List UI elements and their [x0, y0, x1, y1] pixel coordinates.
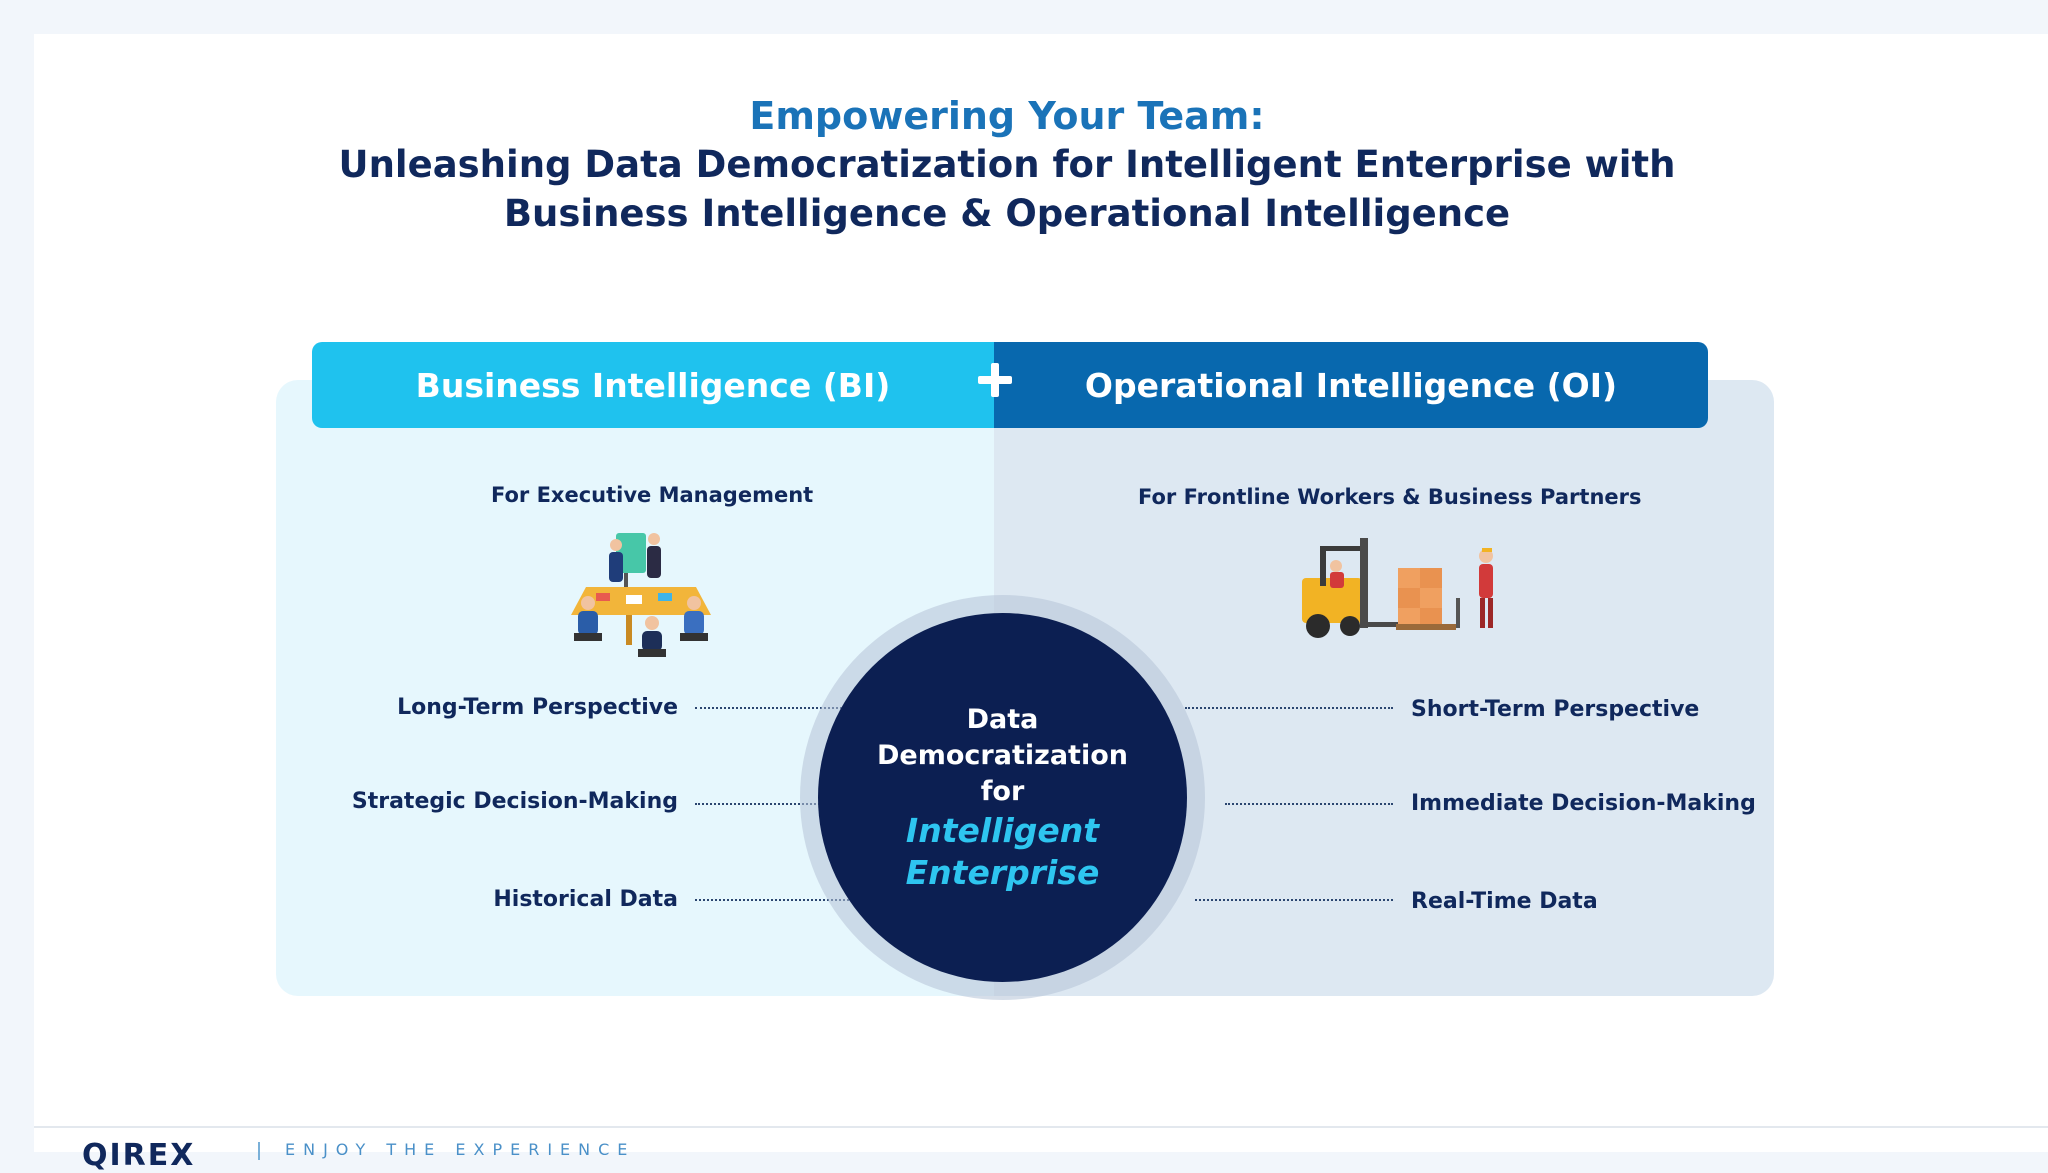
center-line2: Democratization — [877, 739, 1128, 771]
bi-item-historical: Historical Data — [493, 887, 678, 912]
center-line3: for — [980, 775, 1025, 807]
bi-audience: For Executive Management — [491, 483, 814, 507]
forklift-warehouse-illustration — [1302, 538, 1493, 638]
oi-item-real-time: Real-Time Data — [1411, 889, 1598, 914]
title-eyebrow: Empowering Your Team: — [749, 94, 1265, 138]
center-accent1: Intelligent — [905, 810, 1100, 850]
center-accent2: Enterprise — [905, 852, 1100, 892]
plus-icon — [976, 361, 1014, 399]
footer-divider — [34, 1126, 2048, 1128]
bi-heading: Business Intelligence (BI) — [415, 365, 891, 405]
oi-item-immediate: Immediate Decision-Making — [1411, 791, 1756, 816]
title-main-line1: Unleashing Data Democratization for Inte… — [338, 143, 1676, 186]
meeting-team-illustration — [571, 533, 711, 657]
oi-header: Operational Intelligence (OI) — [994, 342, 1708, 428]
connector-line — [695, 899, 865, 901]
oi-heading: Operational Intelligence (OI) — [1084, 365, 1618, 405]
footer-separator — [258, 1142, 260, 1160]
bi-item-long-term: Long-Term Perspective — [397, 695, 678, 720]
header-bar: Business Intelligence (BI) Operational I… — [312, 342, 1708, 428]
connector-line — [1185, 707, 1393, 709]
bi-item-strategic: Strategic Decision-Making — [351, 789, 678, 814]
title-block: Empowering Your Team: Unleashing Data De… — [0, 92, 2014, 238]
bi-header: Business Intelligence (BI) — [312, 342, 994, 428]
oi-item-short-term: Short-Term Perspective — [1411, 697, 1700, 722]
title-main-line2: Business Intelligence & Operational Inte… — [503, 192, 1511, 235]
footer-logo: QIREX — [82, 1138, 196, 1173]
connector-line — [695, 707, 870, 709]
center-circle: Data Democratization for Intelligent Ent… — [818, 613, 1187, 982]
connector-line — [1195, 899, 1393, 901]
center-line1: Data — [966, 703, 1039, 735]
connector-line — [695, 803, 835, 805]
connector-line — [1225, 803, 1393, 805]
footer-tagline: ENJOY THE EXPERIENCE — [285, 1140, 636, 1159]
oi-audience: For Frontline Workers & Business Partner… — [1138, 485, 1642, 509]
